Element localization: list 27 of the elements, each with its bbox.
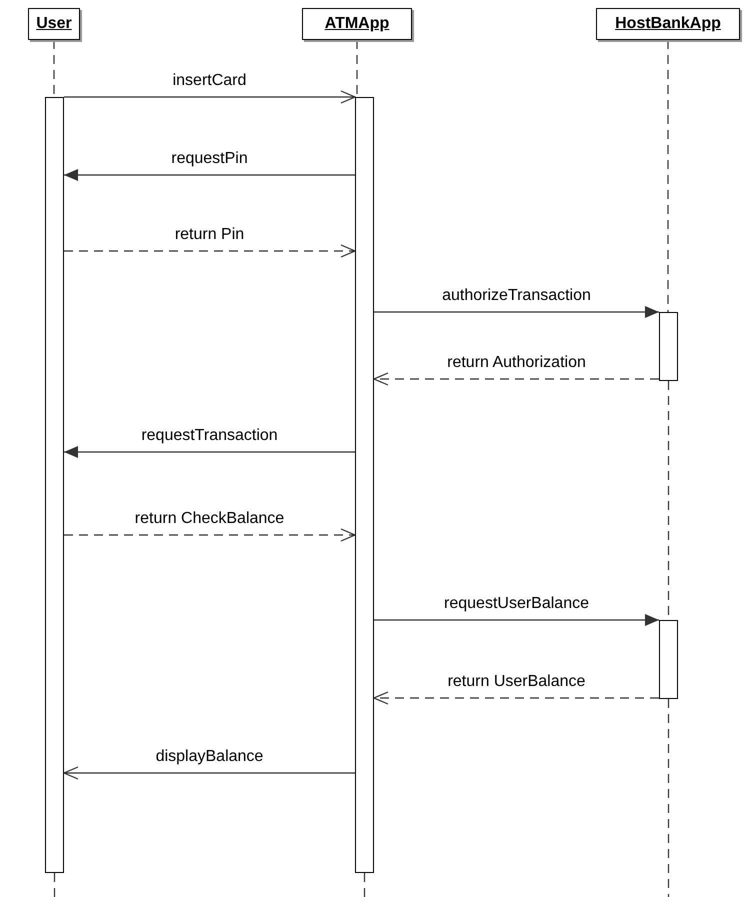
lifeline-header: ATMApp	[302, 8, 412, 40]
lifeline	[668, 699, 670, 897]
activation-bar	[45, 97, 64, 873]
message-arrow	[374, 306, 659, 318]
message-arrow	[64, 169, 355, 181]
lifeline-header: HostBankApp	[596, 8, 740, 40]
lifeline-header: User	[28, 8, 80, 40]
message-arrow	[63, 766, 355, 780]
message-arrow	[64, 90, 356, 104]
return-arrow	[64, 244, 356, 258]
return-arrow	[373, 372, 659, 386]
lifeline	[356, 40, 358, 97]
message-arrow	[64, 446, 355, 458]
activation-bar	[355, 97, 374, 873]
activation-bar	[659, 620, 678, 699]
lifeline	[667, 40, 669, 312]
activation-bar	[659, 312, 678, 381]
lifeline	[54, 873, 56, 897]
lifeline	[364, 873, 366, 897]
message-arrow	[374, 614, 659, 626]
return-arrow	[373, 691, 659, 705]
message-label: requestPin	[169, 150, 250, 168]
message-label: requestTransaction	[139, 427, 280, 445]
message-label: displayBalance	[154, 748, 266, 766]
message-label: requestUserBalance	[442, 595, 591, 613]
lifeline	[53, 40, 55, 97]
return-arrow	[64, 528, 356, 542]
